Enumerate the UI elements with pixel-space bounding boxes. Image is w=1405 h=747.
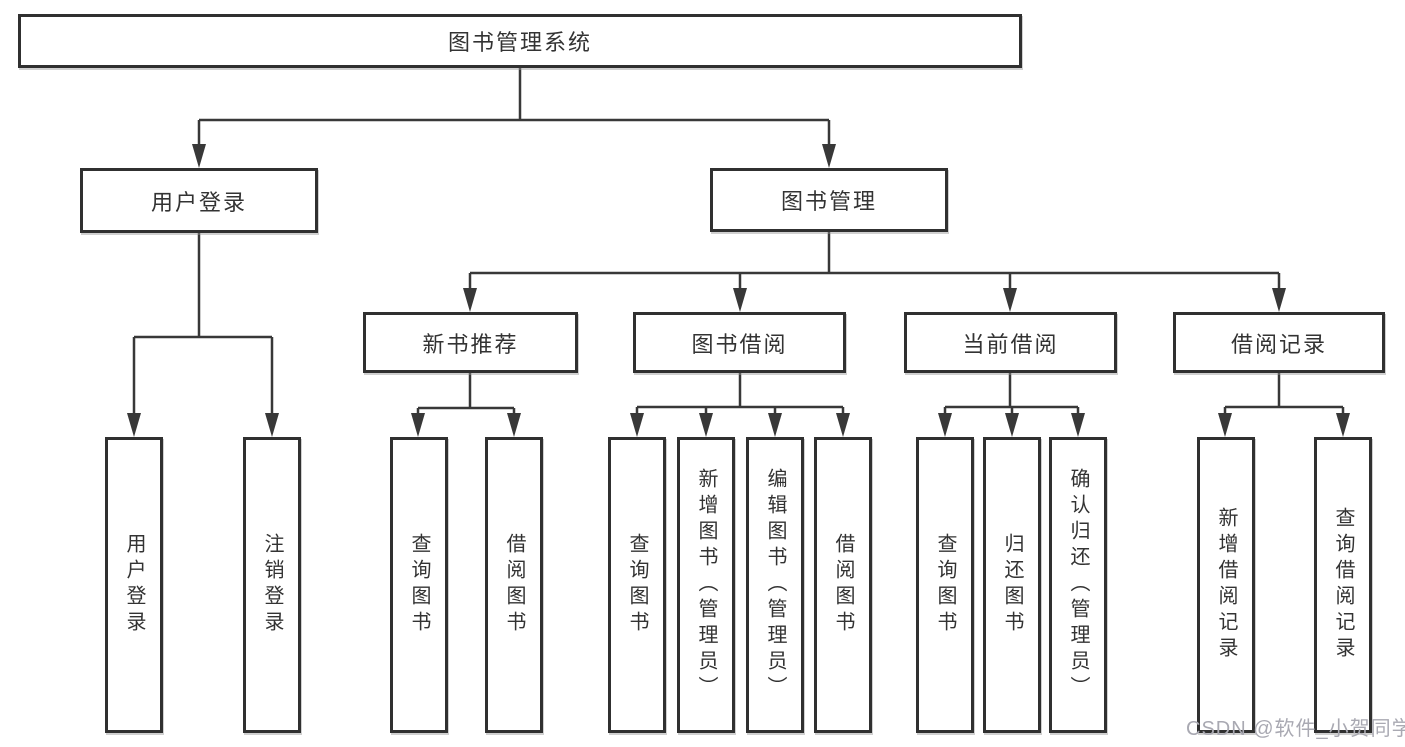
arrow-down-icon — [192, 144, 206, 168]
arrow-down-icon — [1005, 413, 1019, 437]
leaf-edit-book-admin: 编辑图书（管理员） — [746, 437, 804, 733]
leaf-logout-login: 注销登录 — [243, 437, 301, 733]
leaf-label: 借阅图书 — [832, 533, 854, 637]
leaf-confirm-return-admin: 确认归还（管理员） — [1049, 437, 1107, 733]
arrow-down-icon — [1218, 413, 1232, 437]
node-current-borrowing: 当前借阅 — [904, 312, 1117, 373]
node-label: 图书借阅 — [691, 331, 788, 357]
leaf-borrow-books: 借阅图书 — [814, 437, 872, 733]
leaf-label: 注销登录 — [261, 533, 283, 637]
node-label: 新书推荐 — [422, 331, 519, 357]
arrow-down-icon — [411, 413, 425, 437]
arrow-down-icon — [630, 413, 644, 437]
node-borrowing-records: 借阅记录 — [1173, 312, 1385, 373]
node-label: 用户登录 — [150, 189, 247, 215]
leaf-label: 查询借阅记录 — [1332, 507, 1354, 663]
leaf-return-books: 归还图书 — [983, 437, 1041, 733]
leaf-query-books: 查询图书 — [916, 437, 974, 733]
node-book-borrowing: 图书借阅 — [633, 312, 846, 373]
arrow-down-icon — [127, 413, 141, 437]
arrow-down-icon — [1003, 288, 1017, 312]
arrow-down-icon — [1071, 413, 1085, 437]
node-label: 当前借阅 — [962, 331, 1059, 357]
leaf-label: 确认归还（管理员） — [1067, 468, 1089, 702]
leaf-label: 新增借阅记录 — [1215, 507, 1237, 663]
leaf-label: 借阅图书 — [503, 533, 525, 637]
csdn-watermark: CSDN @软件_小贺同学 — [1186, 718, 1405, 740]
node-new-book-recommend: 新书推荐 — [363, 312, 578, 373]
arrow-down-icon — [507, 413, 521, 437]
node-library-management-system: 图书管理系统 — [18, 14, 1022, 68]
arrow-down-icon — [822, 144, 836, 168]
leaf-label: 查询图书 — [934, 533, 956, 637]
leaf-query-books: 查询图书 — [390, 437, 448, 733]
leaf-borrow-books: 借阅图书 — [485, 437, 543, 733]
arrow-down-icon — [1336, 413, 1350, 437]
arrow-down-icon — [1272, 288, 1286, 312]
arrow-down-icon — [265, 413, 279, 437]
arrow-down-icon — [836, 413, 850, 437]
leaf-label: 查询图书 — [626, 533, 648, 637]
node-label: 图书管理系统 — [447, 30, 592, 55]
leaf-label: 归还图书 — [1001, 533, 1023, 637]
node-label: 借阅记录 — [1230, 331, 1327, 357]
arrow-down-icon — [463, 288, 477, 312]
leaf-label: 编辑图书（管理员） — [764, 468, 786, 702]
node-user-login: 用户登录 — [80, 168, 318, 233]
leaf-add-book-admin: 新增图书（管理员） — [677, 437, 735, 733]
leaf-add-borrow-record: 新增借阅记录 — [1197, 437, 1255, 733]
leaf-label: 查询图书 — [408, 533, 430, 637]
leaf-user-login: 用户登录 — [105, 437, 163, 733]
leaf-label: 用户登录 — [123, 533, 145, 637]
arrow-down-icon — [699, 413, 713, 437]
arrow-down-icon — [733, 288, 747, 312]
leaf-query-borrow-record: 查询借阅记录 — [1314, 437, 1372, 733]
arrow-down-icon — [768, 413, 782, 437]
leaf-query-books: 查询图书 — [608, 437, 666, 733]
node-book-management: 图书管理 — [710, 168, 948, 232]
leaf-label: 新增图书（管理员） — [695, 468, 717, 702]
arrow-down-icon — [938, 413, 952, 437]
node-label: 图书管理 — [780, 189, 877, 214]
